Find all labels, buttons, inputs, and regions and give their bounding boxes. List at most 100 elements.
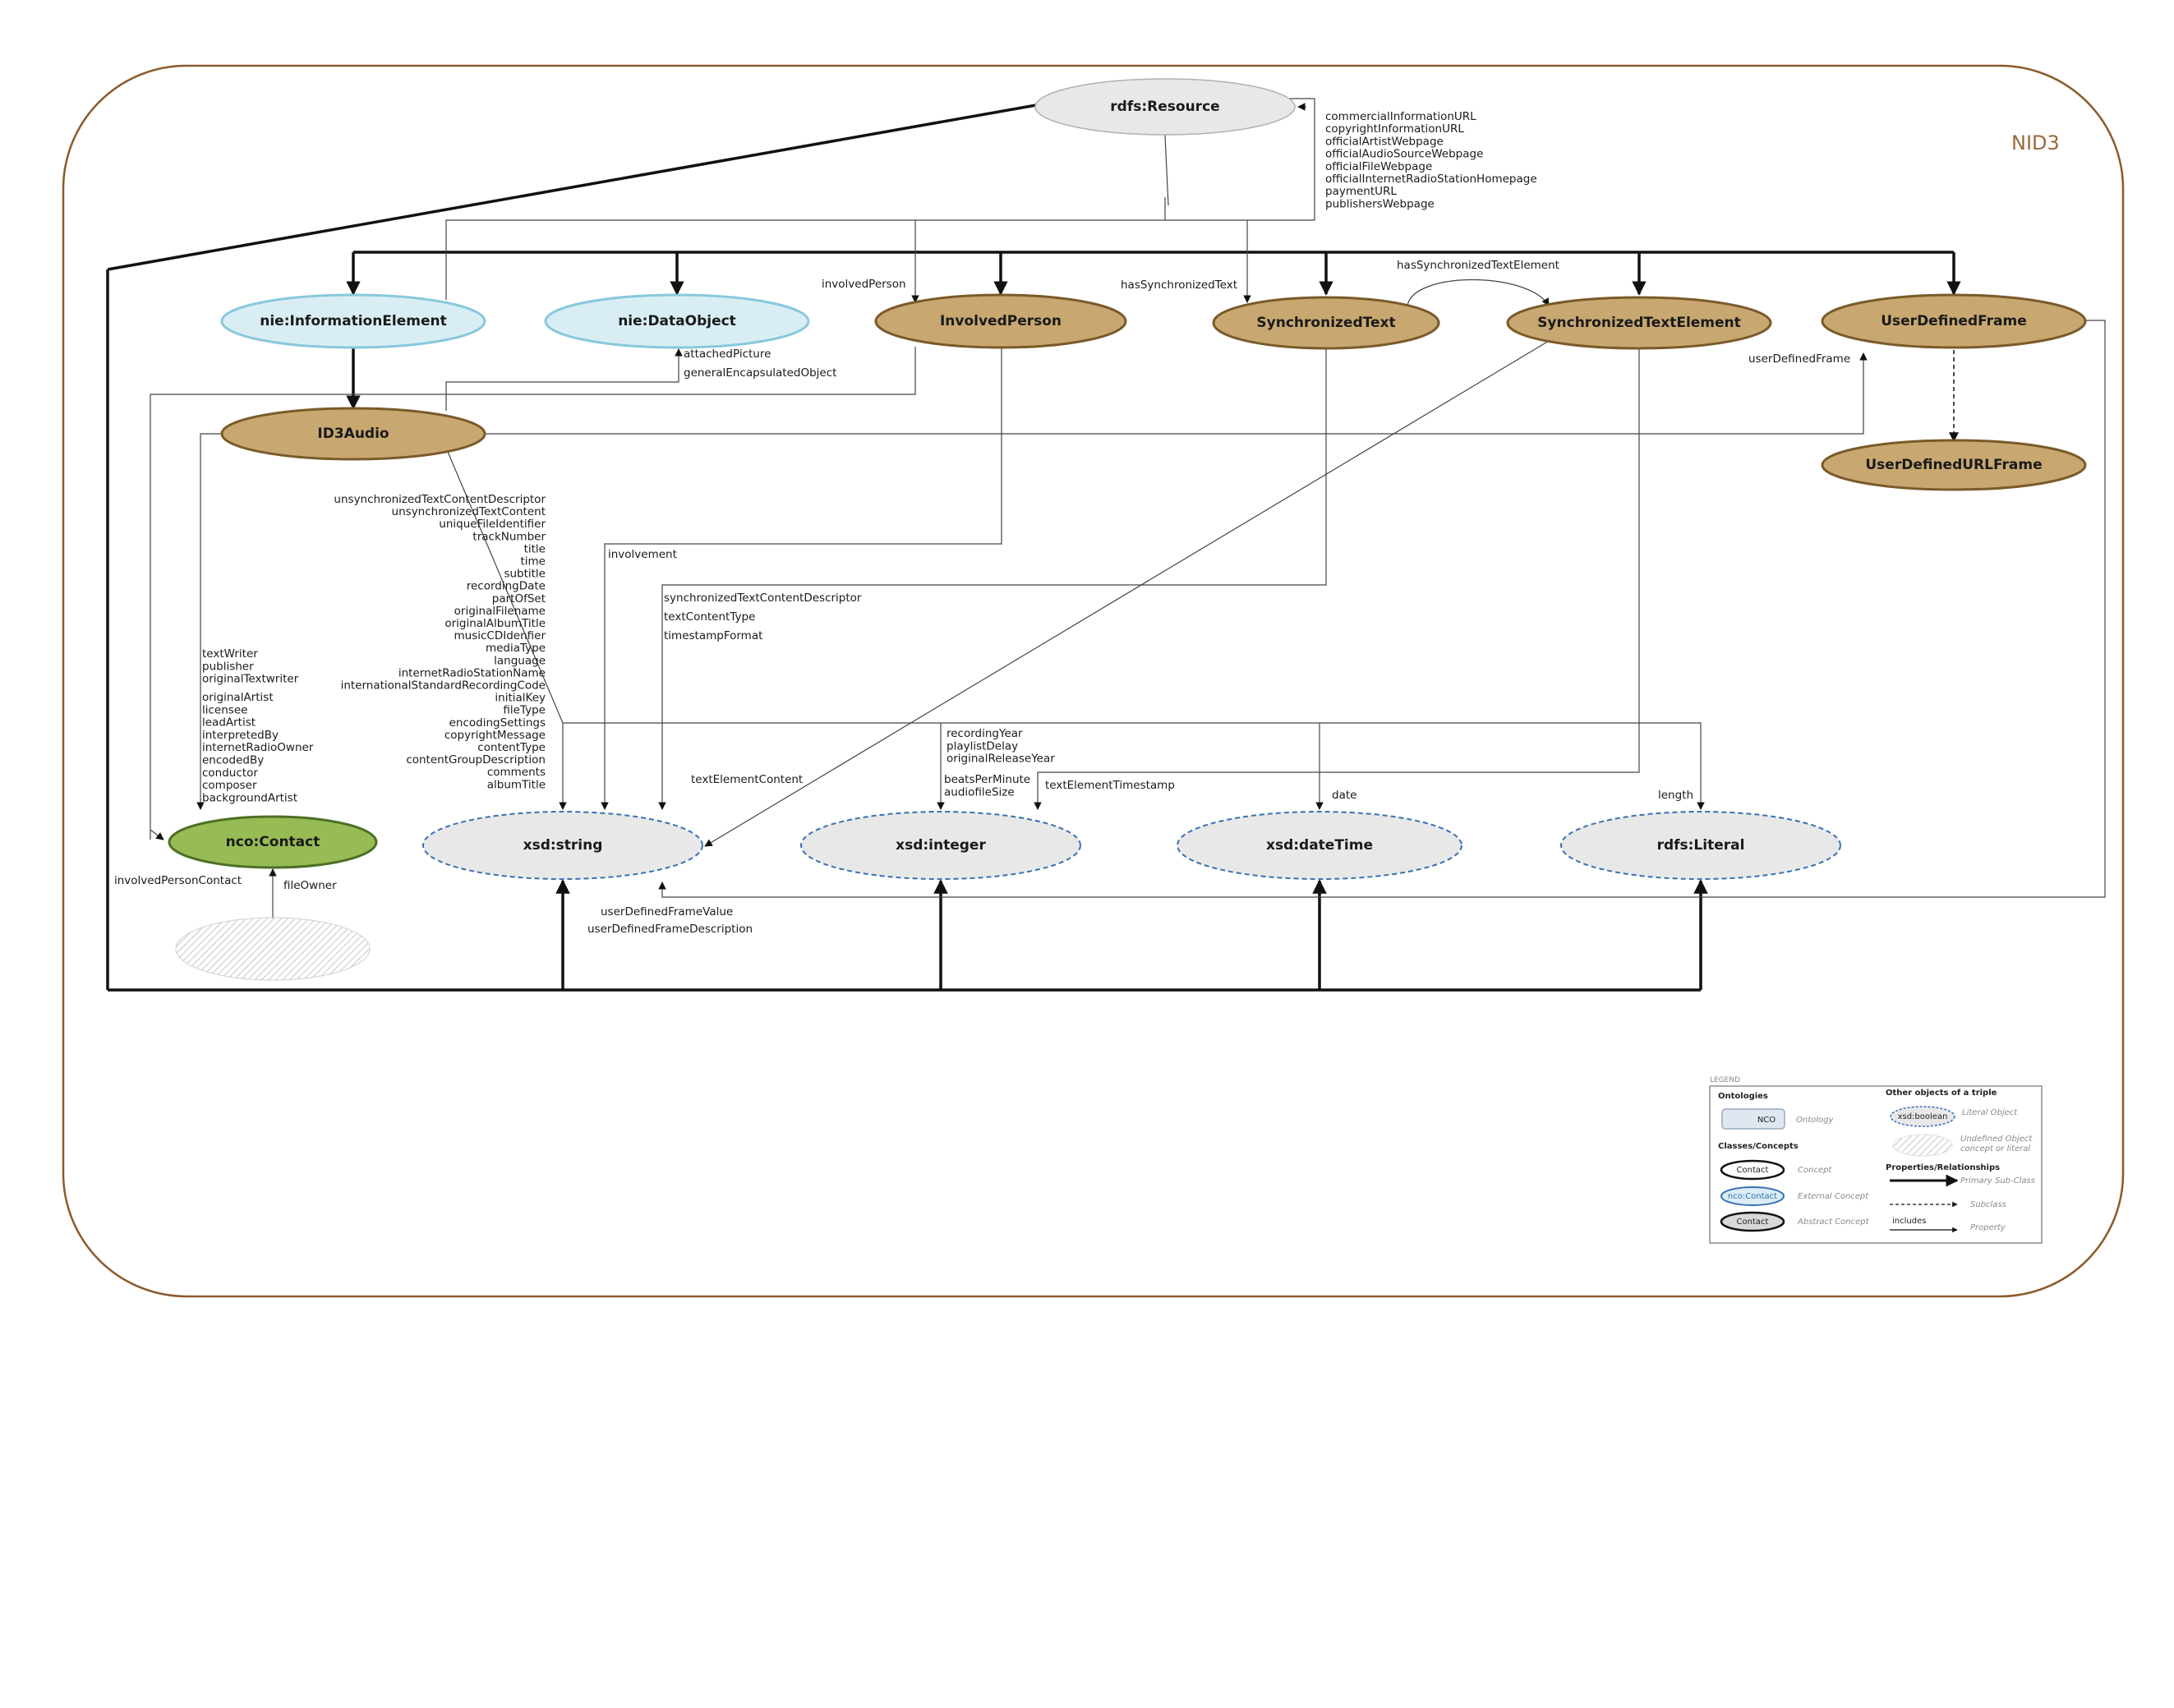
svg-text:xsd:dateTime: xsd:dateTime — [1266, 837, 1373, 854]
edge-label: officialAudioSourceWebpage — [1325, 148, 1483, 161]
node-synchronized-text-element[interactable]: SynchronizedTextElement — [1506, 296, 1772, 350]
label-involved-person: involvedPerson — [822, 278, 906, 291]
edge-label: fileType — [503, 704, 546, 717]
edge-label: internetRadioStationName — [398, 666, 546, 679]
edge-label: unsynchronizedTextContentDescriptor — [334, 493, 546, 506]
svg-text:xsd:boolean: xsd:boolean — [1898, 1112, 1948, 1121]
edge-label: contentGroupDescription — [406, 753, 546, 767]
svg-text:InvolvedPerson: InvolvedPerson — [940, 313, 1062, 329]
node-nco-contact[interactable]: nco:Contact — [168, 815, 378, 869]
edge-label: initialKey — [495, 692, 546, 705]
label-has-synchronized-text: hasSynchronizedText — [1121, 279, 1237, 292]
node-synchronized-text[interactable]: SynchronizedText — [1212, 296, 1440, 350]
edge-label: trackNumber — [472, 530, 546, 543]
edge-label: timestampFormat — [664, 629, 762, 642]
contact-property-labels-2: originalArtistlicenseeleadArtistinterpre… — [202, 691, 314, 804]
svg-text:includes: includes — [1892, 1217, 1926, 1226]
node-user-defined-frame[interactable]: UserDefinedFrame — [1821, 293, 2087, 349]
svg-text:Concept: Concept — [1798, 1166, 1832, 1175]
label-user-defined-frame-value: userDefinedFrameValue — [601, 905, 733, 918]
edge-label: interpretedBy — [202, 729, 279, 742]
edge-label: backgroundArtist — [202, 791, 297, 804]
edge-label: leadArtist — [202, 716, 256, 730]
node-rdfs-literal[interactable]: rdfs:Literal — [1560, 811, 1841, 880]
svg-text:xsd:integer: xsd:integer — [896, 837, 986, 854]
node-rdfs-resource[interactable]: rdfs:Resource — [1034, 78, 1296, 136]
edge-label: comments — [487, 766, 546, 779]
edge-label: licensee — [202, 703, 247, 716]
edge-label: internationalStandardRecordingCode — [341, 679, 546, 693]
edge-label: officialInternetRadioStationHomepage — [1325, 173, 1537, 186]
edge-label: contentType — [477, 741, 546, 754]
svg-text:UserDefinedURLFrame: UserDefinedURLFrame — [1865, 457, 2042, 473]
edge-label: commercialInformationURL — [1325, 110, 1476, 123]
node-id3audio[interactable]: ID3Audio — [220, 407, 486, 461]
svg-text:Other objects of a triple: Other objects of a triple — [1886, 1089, 1997, 1098]
label-has-synchronized-text-element: hasSynchronizedTextElement — [1397, 259, 1559, 272]
edge-label: recordingYear — [947, 727, 1023, 740]
node-involved-person[interactable]: InvolvedPerson — [874, 293, 1127, 349]
label-text-element-content: textElementContent — [691, 773, 803, 786]
label-user-defined-frame-description: userDefinedFrameDescription — [587, 923, 753, 936]
label-length: length — [1658, 789, 1693, 802]
edge-label: recordingDate — [467, 580, 546, 593]
label-general-encapsulated-object: generalEncapsulatedObject — [684, 366, 836, 380]
edge-label: albumTitle — [487, 778, 546, 791]
label-text-element-timestamp: textElementTimestamp — [1045, 779, 1175, 792]
resource-property-labels: commercialInformationURLcopyrightInforma… — [1325, 110, 1537, 210]
edge-label: uniqueFileIdentifier — [439, 518, 546, 531]
edge-label: internetRadioOwner — [202, 741, 314, 754]
edge-label: publisher — [202, 660, 254, 673]
edge-label: publishersWebpage — [1325, 197, 1435, 210]
svg-text:Literal Object: Literal Object — [1962, 1108, 2018, 1117]
node-nie-information-element[interactable]: nie:InformationElement — [220, 293, 486, 349]
edge-label: originalTextwriter — [202, 673, 299, 686]
svg-text:Abstract Concept: Abstract Concept — [1797, 1218, 1870, 1227]
edge-label: playlistDelay — [947, 739, 1018, 753]
edge-label: time — [520, 555, 546, 569]
node-user-defined-url-frame[interactable]: UserDefinedURLFrame — [1821, 439, 2087, 491]
node-undefined-object[interactable] — [175, 917, 371, 981]
svg-text:rdfs:Literal: rdfs:Literal — [1657, 837, 1745, 854]
edge-label: originalReleaseYear — [947, 753, 1055, 766]
edge-label: synchronizedTextContentDescriptor — [664, 592, 862, 605]
svg-text:LEGEND: LEGEND — [1710, 1076, 1740, 1084]
svg-text:NCO: NCO — [1757, 1116, 1776, 1125]
node-xsd-datetime[interactable]: xsd:dateTime — [1177, 811, 1462, 880]
sync-text-property-labels: synchronizedTextContentDescriptortextCon… — [664, 592, 862, 642]
svg-text:Primary Sub-Class: Primary Sub-Class — [1960, 1176, 2035, 1185]
edge-label: paymentURL — [1325, 185, 1397, 198]
legend: LEGEND Ontologies NCO Ontology Classes/C… — [1709, 1076, 2043, 1244]
svg-text:nco:Contact: nco:Contact — [1728, 1192, 1777, 1201]
svg-text:Subclass: Subclass — [1970, 1200, 2006, 1209]
svg-text:SynchronizedTextElement: SynchronizedTextElement — [1537, 315, 1741, 331]
edge-label: title — [524, 542, 546, 555]
edge-label: originalArtist — [202, 691, 274, 704]
edge-label: copyrightMessage — [444, 729, 546, 742]
svg-text:Contact: Contact — [1737, 1166, 1769, 1175]
edge-label: unsynchronizedTextContent — [392, 505, 546, 518]
svg-text:Undefined Object: Undefined Object — [1960, 1135, 2033, 1144]
edge-label: beatsPerMinute — [944, 773, 1030, 786]
node-nie-data-object[interactable]: nie:DataObject — [544, 293, 810, 349]
edge-label: language — [494, 654, 546, 667]
svg-text:nie:DataObject: nie:DataObject — [618, 313, 736, 329]
edge-label: composer — [202, 779, 257, 792]
node-xsd-string[interactable]: xsd:string — [422, 811, 703, 880]
edge-label: musicCDIdenfier — [454, 629, 546, 642]
ontology-name: NID3 — [2011, 131, 2060, 154]
edge-label: officialFileWebpage — [1325, 160, 1432, 173]
edge-label: subtitle — [504, 568, 546, 581]
node-xsd-integer[interactable]: xsd:integer — [800, 811, 1081, 880]
integer-property-labels-1: recordingYearplaylistDelayoriginalReleas… — [947, 727, 1055, 766]
string-property-labels: unsynchronizedTextContentDescriptorunsyn… — [334, 493, 546, 791]
svg-text:Contact: Contact — [1737, 1218, 1769, 1227]
edge-label: encodedBy — [202, 754, 264, 767]
svg-text:Ontologies: Ontologies — [1718, 1092, 1768, 1101]
svg-text:nco:Contact: nco:Contact — [226, 834, 320, 850]
svg-text:UserDefinedFrame: UserDefinedFrame — [1881, 313, 2027, 329]
ontology-frame — [62, 64, 2125, 1298]
svg-text:xsd:string: xsd:string — [523, 837, 603, 854]
